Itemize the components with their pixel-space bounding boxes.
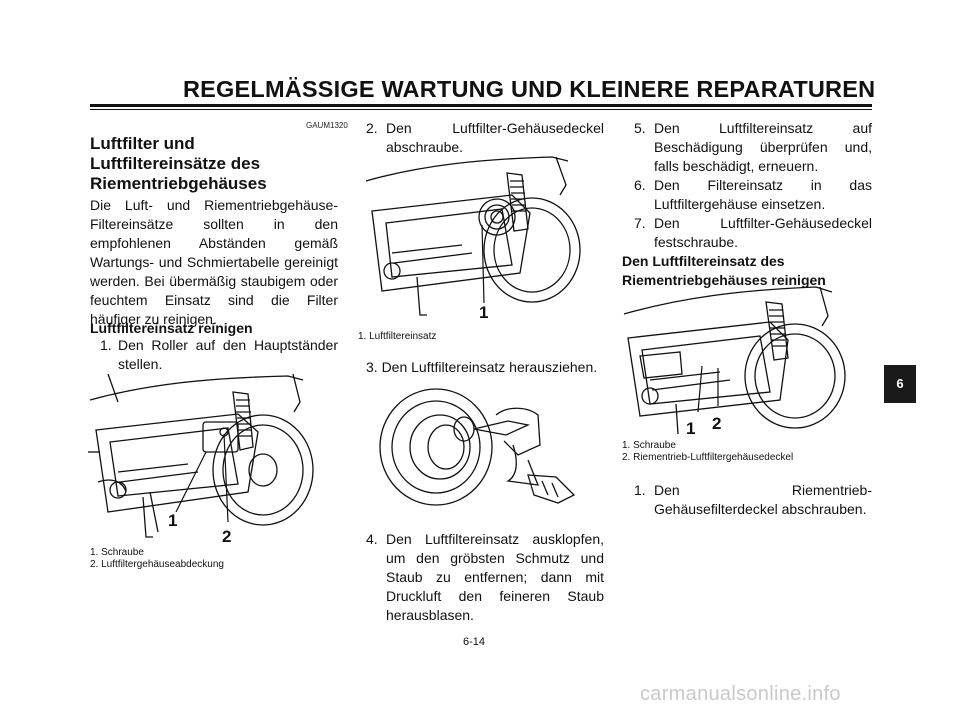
step-number: 5. bbox=[634, 120, 646, 136]
filter-element-figure: 1 bbox=[365, 156, 581, 322]
chapter-tab: 6 bbox=[884, 365, 916, 403]
step-item: 4. Den Luftfiltereinsatz ausklopfen, um … bbox=[366, 530, 604, 623]
section-heading-line: Riementriebgehäuses bbox=[90, 174, 267, 193]
watermark: carmanualsonline.info bbox=[640, 683, 841, 705]
figure-caption-item: 1. Schraube bbox=[622, 440, 676, 451]
step-number: 1. bbox=[634, 482, 646, 498]
chapter-tab-label: 6 bbox=[896, 376, 904, 391]
step-item: 5. Den Luftfiltereinsatz auf Beschädigun… bbox=[634, 119, 872, 177]
subheading-belt-filter: Den Luftfiltereinsatz des Riementriebgeh… bbox=[622, 252, 826, 290]
step-item: 6. Den Filtereinsatz in das Luftfilterge… bbox=[634, 176, 872, 216]
callout-2: 2 bbox=[222, 527, 231, 544]
section-heading-line: Luftfilter und bbox=[90, 134, 195, 153]
subheading-filter-clean: Luftfiltereinsatz reinigen bbox=[90, 320, 253, 336]
step-text: Den Filtereinsatz in das Luftfiltergehäu… bbox=[654, 177, 872, 212]
subheading-line: Den Luftfiltereinsatz des bbox=[622, 253, 785, 269]
step-text: Den Luftfilter-Gehäusedeckel festschraub… bbox=[654, 215, 872, 250]
belt-filter-figure: 1 2 bbox=[623, 286, 846, 436]
figure-caption-item: 2. Riementrieb-Luftfiltergehäusedeckel bbox=[622, 452, 794, 463]
step-number: 1. bbox=[100, 337, 112, 353]
step-item: 3. Den Luftfiltereinsatz herausziehen. bbox=[366, 359, 598, 375]
step-number: 4. bbox=[366, 531, 378, 547]
step-text: Den Luftfiltereinsatz ausklopfen, um den… bbox=[386, 531, 604, 623]
subheading-line: Riementriebgehäuses reinigen bbox=[622, 272, 826, 288]
section-heading: Luftfilter und Luftfiltereinsätze des Ri… bbox=[90, 134, 267, 194]
page-number: 6-14 bbox=[463, 636, 486, 648]
step-text: Den Riementrieb-Gehäusefilterdeckel absc… bbox=[654, 482, 872, 517]
step-number: 2. bbox=[366, 120, 378, 136]
step-text: Den Luftfilter-Gehäusedeckel abschraube. bbox=[386, 120, 604, 155]
scooter-airfilter-figure: 1 2 bbox=[88, 373, 314, 544]
callout-2: 2 bbox=[712, 414, 721, 433]
step-number: 7. bbox=[634, 215, 646, 231]
figure-caption-item: 1. Luftfiltereinsatz bbox=[358, 331, 437, 342]
step-text: Den Luftfiltereinsatz auf Beschädigung ü… bbox=[654, 120, 872, 174]
filter-removal-figure bbox=[379, 388, 576, 506]
callout-1: 1 bbox=[168, 511, 177, 530]
step-item: 1. Den Riementrieb-Gehäusefilterdeckel a… bbox=[634, 481, 872, 521]
callout-1: 1 bbox=[686, 419, 695, 436]
step-item: 7. Den Luftfilter-Gehäusedeckel festschr… bbox=[634, 214, 872, 254]
figure-caption-item: 1. Schraube bbox=[90, 547, 144, 558]
header-rule-thin bbox=[90, 108, 872, 110]
step-item: 1. Den Roller auf den Hauptständer stell… bbox=[100, 336, 338, 376]
callout-1: 1 bbox=[479, 303, 488, 322]
figure-caption-item: 2. Luftfiltergehäuseabdeckung bbox=[90, 559, 224, 570]
step-item: 2. Den Luftfilter-Gehäusedeckel abschrau… bbox=[366, 119, 604, 159]
header-rule bbox=[90, 104, 872, 107]
step-number: 6. bbox=[634, 177, 646, 193]
step-text: Den Roller auf den Hauptständer stellen. bbox=[118, 337, 338, 372]
section-heading-line: Luftfiltereinsätze des bbox=[90, 154, 261, 173]
page-title: REGELMÄSSIGE WARTUNG UND KLEINERE REPARA… bbox=[183, 76, 876, 102]
intro-paragraph: Die Luft- und Riementriebgehäuse-Filtere… bbox=[90, 197, 338, 327]
section-code: GAUM1320 bbox=[306, 121, 348, 130]
